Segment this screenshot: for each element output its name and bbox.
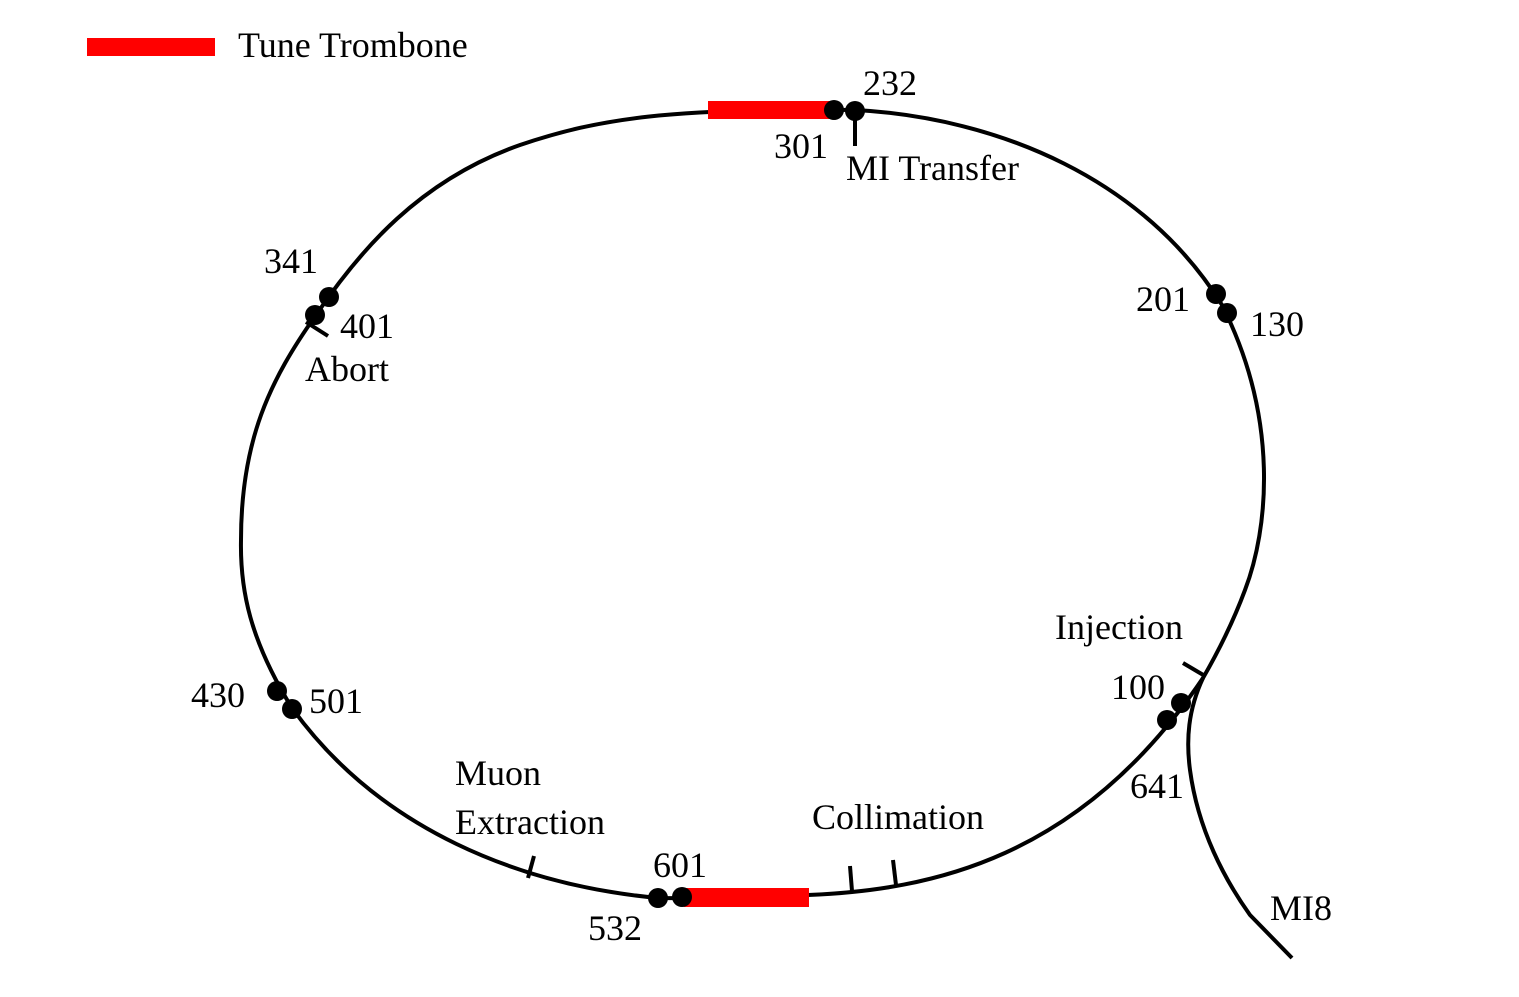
station-label-601: 601 — [653, 845, 707, 885]
marker-201 — [1206, 284, 1226, 304]
collimation-tick-2 — [891, 859, 898, 886]
legend-label: Tune Trombone — [238, 25, 468, 65]
region-label-muon: Muon — [455, 753, 541, 793]
marker-601 — [672, 887, 692, 907]
legend-swatch — [87, 38, 215, 56]
region-label-abort: Abort — [305, 349, 389, 389]
mi8-beamline — [1186, 677, 1294, 960]
station-label-430: 430 — [191, 675, 245, 715]
region-label-mi-transfer: MI Transfer — [846, 148, 1019, 188]
station-label-301: 301 — [774, 126, 828, 166]
marker-501 — [282, 699, 302, 719]
marker-100 — [1171, 693, 1191, 713]
station-label-401: 401 — [340, 306, 394, 346]
marker-430 — [267, 681, 287, 701]
ring-outline — [238, 107, 1266, 901]
region-label-injection: Injection — [1055, 607, 1183, 647]
region-label-collimation: Collimation — [812, 797, 984, 837]
station-label-100: 100 — [1111, 667, 1165, 707]
trombone-bottom — [684, 888, 809, 907]
marker-232 — [845, 101, 865, 121]
station-label-130: 130 — [1250, 304, 1304, 344]
collimation-tick-1 — [848, 865, 854, 892]
station-label-501: 501 — [309, 681, 363, 721]
station-label-532: 532 — [588, 908, 642, 948]
station-label-641: 641 — [1130, 766, 1184, 806]
station-label-232: 232 — [863, 63, 917, 103]
marker-341 — [319, 287, 339, 307]
station-label-341: 341 — [264, 241, 318, 281]
trombone-top — [708, 101, 834, 119]
station-label-201: 201 — [1136, 279, 1190, 319]
marker-641 — [1157, 710, 1177, 730]
injection-tick — [1181, 661, 1207, 678]
abort-tick — [304, 320, 330, 338]
marker-401 — [305, 305, 325, 325]
region-label-extraction: Extraction — [455, 802, 605, 842]
marker-532 — [648, 888, 668, 908]
muon-extraction-tick — [526, 855, 536, 879]
region-label-mi8: MI8 — [1270, 888, 1332, 928]
marker-130 — [1217, 303, 1237, 323]
marker-301 — [824, 100, 844, 120]
